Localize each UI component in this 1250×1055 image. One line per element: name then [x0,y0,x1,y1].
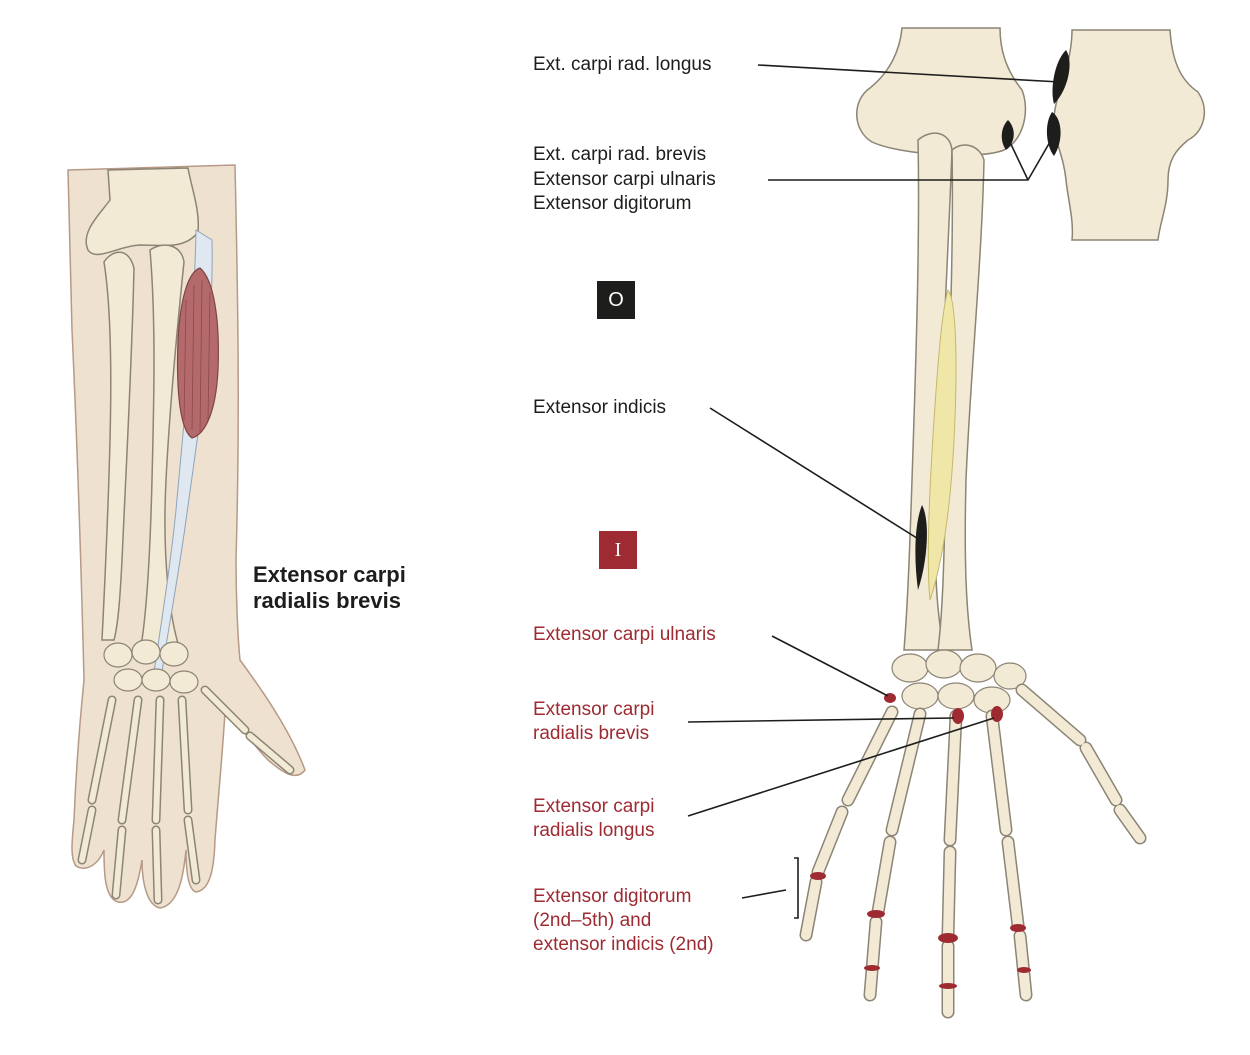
origin-badge: O [597,281,635,319]
insertion-mark-digit-3 [867,910,885,918]
leader-ecrl-origin [757,64,1061,83]
carpal-bones [103,639,199,694]
label-insertion-ecrl-line2: radialis longus [533,820,655,841]
right-skeleton-figure [687,27,1206,1019]
label-origin-ei: Extensor indicis [533,397,667,418]
finger-bones-fill [801,685,1145,1017]
insertion-mark-ecrl [991,706,1003,722]
origin-mark-ecrl [1052,50,1070,104]
label-insertion-ecrb-line1: Extensor carpi [533,699,655,720]
humerus-distal [85,167,200,256]
left-forearm-figure [67,164,306,909]
ulna [101,251,135,641]
insertion-mark-digit-5 [1010,924,1026,932]
label-insertion-ed-line2: (2nd–5th) and [533,910,652,931]
muscle-fibers [183,279,211,433]
label-origin-ed: Extensor digitorum [533,193,692,214]
insertion-mark-digit-2 [810,872,826,880]
leader-ecu-insertion [771,635,889,697]
origin-mark-common-extensor [1046,112,1061,156]
origin-marks [915,50,1070,590]
label-insertion-ed-line3: extensor indicis (2nd) [533,934,714,955]
left-figure-title: Extensor carpi radialis brevis [253,562,406,614]
insertion-marks [810,693,1031,989]
label-origin-ecu: Extensor carpi ulnaris [533,169,716,190]
left-title-line1: Extensor carpi [253,562,406,587]
label-insertion-ed-line1: Extensor digitorum [533,886,692,907]
insertion-mark-digit-4 [938,933,958,943]
insertion-mark-ecrb [952,708,964,724]
label-insertion-ecu: Extensor carpi ulnaris [533,624,716,645]
label-origin-ecrb: Ext. carpi rad. brevis [533,144,707,165]
leader-ecrb-insertion [687,717,955,723]
label-origin-ecrl: Ext. carpi rad. longus [533,54,712,75]
leader-ecrl-insertion [687,717,995,817]
leader-digitorum [741,889,787,899]
insertion-mark-digit-3b [864,965,880,971]
interosseous-membrane [927,288,957,601]
insertion-mark-digit-4b [939,983,957,989]
label-insertion-ecrb-line2: radialis brevis [533,723,650,744]
insertion-badge: I [599,531,637,569]
leader-common-origin-b [1007,137,1029,181]
carpal-bones-right [891,649,1027,714]
hand-bones-fill [79,687,293,903]
origin-mark-extensor-indicis [915,505,927,590]
radius [139,244,185,653]
leader-extensor-indicis [709,407,921,541]
digitorum-bracket [794,857,799,919]
finger-bones-outline [799,683,1147,1019]
insertion-mark-digit-5b [1017,967,1031,973]
left-title-line2: radialis brevis [253,588,401,613]
leader-lines [687,64,1061,919]
label-insertion-ecrl-line1: Extensor carpi [533,796,655,817]
elbow-detail [1052,29,1206,241]
